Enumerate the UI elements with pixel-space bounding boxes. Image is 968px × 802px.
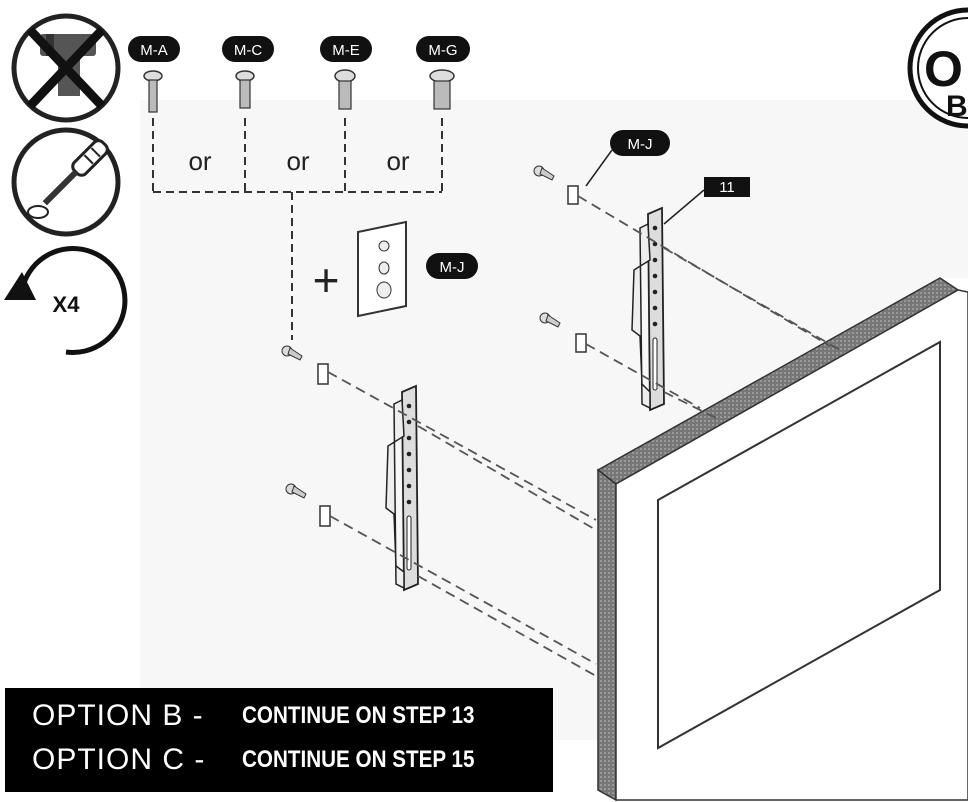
screw-options: M-A M-C M-E M-G — [128, 36, 470, 340]
label-m-c: M-C — [222, 36, 274, 62]
or-label-1: or — [188, 146, 211, 176]
svg-text:M-J: M-J — [440, 259, 465, 276]
repeat-arrow-icon: X4 — [4, 245, 128, 355]
option-c-row: OPTION C - CONTINUE ON STEP 15 — [32, 738, 474, 782]
badge-letter-o: O — [924, 41, 963, 97]
screw-m-g — [429, 69, 455, 110]
screw-m-a — [143, 70, 163, 113]
svg-text:M-J: M-J — [628, 136, 653, 153]
no-power-drill-icon — [11, 13, 121, 123]
screw-m-e — [334, 69, 356, 110]
label-m-a: M-A — [128, 36, 180, 62]
screw-right-bottom — [539, 312, 587, 353]
option-b-label: OPTION B - — [32, 699, 204, 732]
repeat-count: X4 — [53, 292, 81, 317]
option-b-row: OPTION B - CONTINUE ON STEP 13 — [32, 694, 474, 738]
bracket-left — [385, 384, 419, 592]
badge-letter-b: B — [946, 90, 968, 123]
or-label-2: or — [286, 146, 309, 176]
label-m-g: M-G — [416, 36, 470, 62]
svg-text:M-E: M-E — [332, 42, 360, 59]
option-c-label: OPTION C - — [32, 743, 206, 776]
plus-sign: + — [313, 254, 340, 306]
alignment-lines — [327, 195, 841, 677]
continue-banner: OPTION B - CONTINUE ON STEP 13 OPTION C … — [5, 688, 553, 792]
option-b-action: CONTINUE ON STEP 13 — [242, 702, 475, 729]
screw-m-c — [235, 70, 255, 109]
option-badge: O B — [907, 7, 968, 129]
label-m-j-right: M-J — [585, 130, 670, 187]
option-connector — [152, 118, 443, 340]
or-label-3: or — [386, 146, 409, 176]
label-m-e: M-E — [320, 36, 372, 62]
svg-text:11: 11 — [719, 179, 735, 196]
screwdriver-icon — [11, 127, 121, 237]
option-c-action: CONTINUE ON STEP 15 — [242, 746, 475, 773]
label-bracket-11: 11 — [663, 177, 750, 225]
svg-text:M-C: M-C — [234, 42, 262, 59]
tv-screen — [596, 277, 968, 802]
bracket-right — [631, 206, 665, 412]
screw-left-top — [281, 345, 329, 385]
label-m-j-left: M-J — [426, 253, 478, 279]
spacer-plate — [357, 220, 407, 318]
screw-right-top — [533, 165, 579, 205]
svg-text:M-G: M-G — [428, 42, 457, 59]
svg-text:M-A: M-A — [140, 42, 168, 59]
